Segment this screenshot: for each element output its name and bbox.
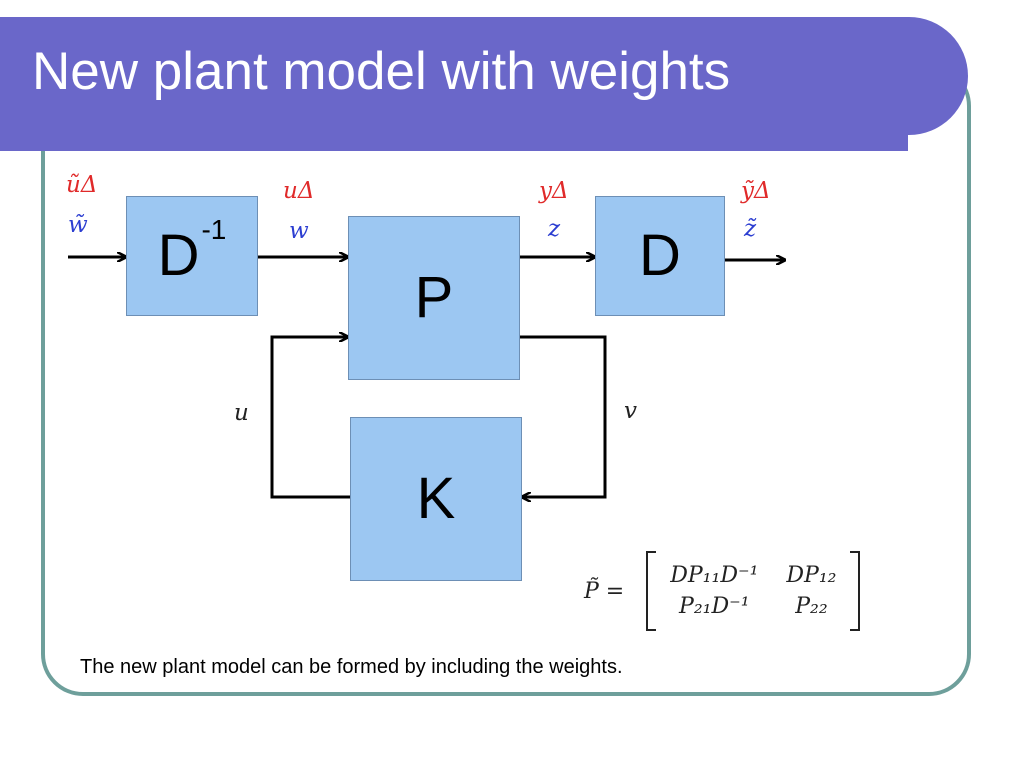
signal-mid-left-bottom: w — [289, 218, 309, 244]
block-weight-label: D — [639, 223, 681, 288]
signal-mid-right-top: yΔ — [539, 178, 569, 204]
signal-measurement: v — [624, 398, 637, 424]
matrix-r2c1: P₂₁D⁻¹ — [679, 594, 750, 619]
matrix-right-bracket — [850, 551, 861, 631]
block-weight: D — [595, 196, 725, 316]
slide-title: New plant model with weights — [32, 42, 731, 101]
matrix-left-bracket — [646, 551, 657, 631]
matrix-r2c2: P₂₂ — [795, 594, 828, 619]
block-d-inverse-superscript: -1 — [201, 214, 227, 245]
block-controller-label: K — [416, 466, 456, 531]
signal-control: u — [234, 400, 249, 426]
controller-to-plant-wire — [270, 337, 350, 499]
plant-to-controller-wire — [520, 335, 607, 497]
block-plant-label: P — [414, 265, 454, 330]
signal-output-top: ỹΔ — [741, 178, 771, 204]
slide-caption: The new plant model can be formed by inc… — [80, 656, 623, 678]
matrix-r1c2: DP₁₂ — [786, 563, 837, 588]
signal-mid-left-top: uΔ — [283, 178, 315, 204]
title-bar — [0, 17, 968, 135]
block-plant: P — [348, 216, 520, 380]
block-d-inverse: D-1 — [126, 196, 258, 316]
block-d-inverse-label: D — [157, 223, 200, 288]
block-controller: K — [350, 417, 522, 581]
matrix-r1c1: DP₁₁D⁻¹ — [670, 563, 759, 588]
signal-output-bottom: z̃ — [744, 216, 757, 242]
signal-input-bottom: w̃ — [68, 212, 88, 238]
title-underline — [0, 135, 908, 151]
signal-mid-right-bottom: z — [548, 216, 561, 242]
formula-matrix: DP₁₁D⁻¹ DP₁₂ P₂₁D⁻¹ P₂₂ — [656, 563, 850, 619]
signal-input-top: ũΔ — [66, 172, 98, 198]
plant-formula: P̃ = DP₁₁D⁻¹ DP₁₂ P₂₁D⁻¹ P₂₂ — [584, 551, 861, 631]
formula-lhs: P̃ = — [584, 578, 625, 604]
